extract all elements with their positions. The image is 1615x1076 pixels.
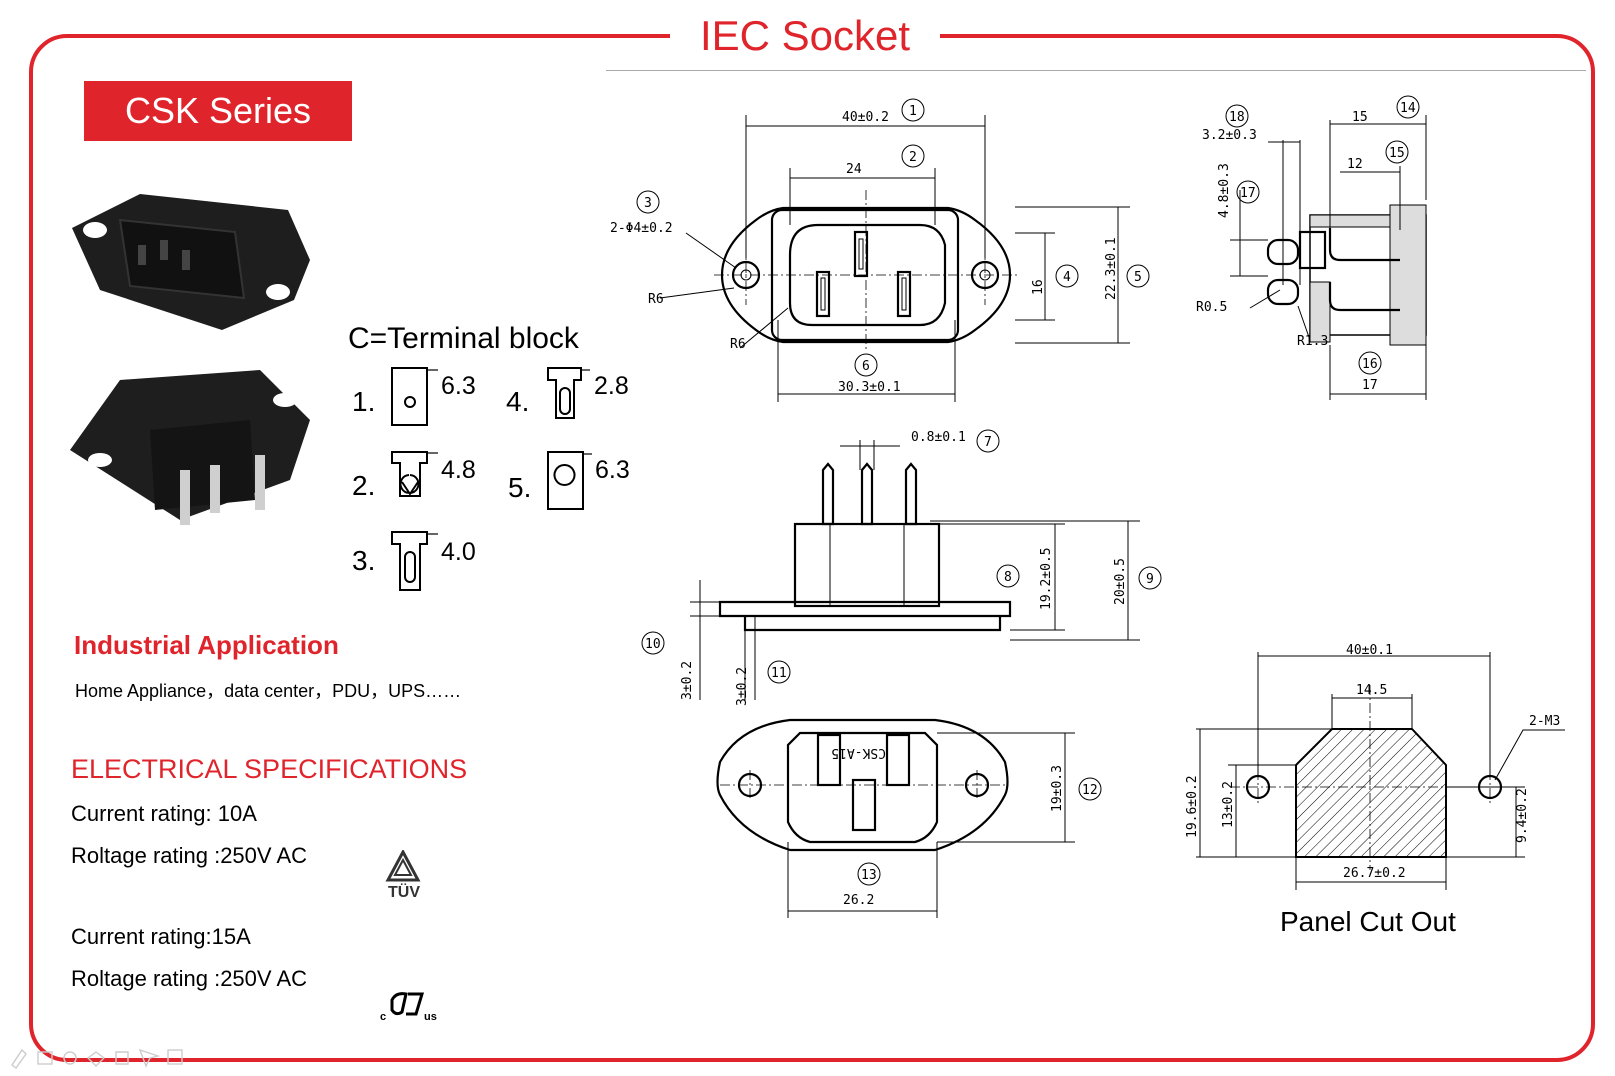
svg-text:8: 8: [1004, 570, 1012, 585]
terminal-2-num: 2.: [352, 470, 376, 501]
terminal-3-num: 3.: [352, 545, 376, 576]
socket-rear-photo: [70, 370, 310, 525]
industrial-title: Industrial Application: [74, 630, 339, 660]
terminal-4-shape: [547, 367, 582, 419]
terminal-block-title: C=Terminal block: [348, 322, 579, 355]
svg-text:30.3±0.1: 30.3±0.1: [838, 380, 901, 395]
terminal-2-dim: 4.8: [441, 456, 476, 484]
series-badge: CSK Series: [84, 81, 352, 141]
svg-text:2-Φ4±0.2: 2-Φ4±0.2: [610, 221, 673, 236]
svg-text:3.2±0.3: 3.2±0.3: [1202, 128, 1257, 143]
svg-text:17: 17: [1240, 186, 1256, 201]
svg-text:17: 17: [1362, 378, 1378, 393]
svg-text:6: 6: [862, 359, 870, 374]
svg-text:19.6±0.2: 19.6±0.2: [1185, 775, 1200, 838]
svg-text:19.2±0.5: 19.2±0.5: [1039, 547, 1054, 610]
front-view: 40±0.2 24 2-Φ4±0.2 R6 R6 16 22.3±0.1 30.…: [610, 98, 1150, 402]
rear-view: CSK-A15 19±0.3 26.2 12 13: [716, 718, 1102, 918]
current-rating-10a: Current rating: 10A: [71, 801, 257, 826]
svg-text:1: 1: [909, 104, 917, 119]
svg-text:2-M3: 2-M3: [1529, 714, 1560, 729]
svg-text:3: 3: [644, 196, 652, 211]
socket-front-photo: [72, 194, 310, 330]
svg-text:R1.3: R1.3: [1297, 334, 1328, 349]
svg-text:5: 5: [1134, 270, 1142, 285]
svg-text:c: c: [380, 1011, 386, 1023]
terminal-shapes: [391, 367, 592, 591]
cert-marks: TÜV c us: [380, 850, 437, 1023]
svg-text:4: 4: [1063, 270, 1071, 285]
terminal-3-dim: 4.0: [441, 538, 476, 566]
svg-text:3±0.2: 3±0.2: [680, 661, 695, 700]
svg-text:15: 15: [1352, 110, 1368, 125]
title-gap: [670, 10, 940, 60]
svg-text:14.5: 14.5: [1356, 683, 1387, 698]
svg-text:us: us: [424, 1011, 437, 1023]
svg-text:TÜV: TÜV: [388, 882, 420, 901]
svg-text:26.7±0.2: 26.7±0.2: [1343, 866, 1406, 881]
terminal-5-dim: 6.3: [595, 456, 630, 484]
terminal-1-shape: [391, 367, 428, 426]
current-rating-15a: Current rating:15A: [71, 924, 251, 949]
svg-text:R6: R6: [730, 337, 746, 352]
industrial-text: Home Appliance，data center，PDU，UPS……: [75, 681, 462, 701]
electrical-title: ELECTRICAL SPECIFICATIONS: [71, 754, 468, 784]
svg-text:16: 16: [1362, 357, 1378, 372]
page-title: IEC Socket: [699, 12, 911, 59]
svg-text:9.4±0.2: 9.4±0.2: [1515, 788, 1530, 843]
svg-text:24: 24: [846, 162, 862, 177]
terminal-1-dim: 6.3: [441, 372, 476, 400]
terminal-3-shape: [391, 531, 428, 591]
toolbar-icons: [11, 1048, 183, 1069]
svg-text:19±0.3: 19±0.3: [1050, 765, 1065, 812]
svg-text:40±0.1: 40±0.1: [1346, 643, 1393, 658]
svg-text:22.3±0.1: 22.3±0.1: [1104, 237, 1119, 300]
voltage-rating-1: Roltage rating :250V AC: [71, 843, 308, 868]
svg-text:9: 9: [1146, 572, 1154, 587]
terminal-5-num: 5.: [508, 472, 532, 503]
svg-text:15: 15: [1389, 146, 1405, 161]
terminal-2-shape: [391, 451, 428, 497]
terminal-4-num: 4.: [506, 386, 530, 417]
panel-cutout-label: Panel Cut Out: [1280, 906, 1456, 937]
svg-text:CSK-A15: CSK-A15: [831, 745, 886, 760]
svg-text:13: 13: [861, 868, 877, 883]
terminal-5-shape: [547, 451, 584, 510]
header-rule: [606, 70, 1586, 71]
svg-text:13±0.2: 13±0.2: [1221, 781, 1236, 828]
svg-text:3±0.2: 3±0.2: [735, 667, 750, 706]
svg-text:12: 12: [1082, 783, 1098, 798]
product-photo: [70, 194, 310, 525]
side-view: 3.2±0.3 15 12 4.8±0.3 R0.5 R1.3 17 18 14…: [1196, 95, 1427, 400]
svg-text:12: 12: [1347, 157, 1363, 172]
svg-text:R6: R6: [648, 292, 664, 307]
svg-text:20±0.5: 20±0.5: [1113, 558, 1128, 605]
terminal-1-num: 1.: [352, 386, 376, 417]
voltage-rating-2: Roltage rating :250V AC: [71, 966, 308, 991]
svg-text:26.2: 26.2: [843, 893, 874, 908]
svg-text:4.8±0.3: 4.8±0.3: [1217, 163, 1232, 218]
elevation-view: 0.8±0.1 19.2±0.5 20±0.5 3±0.2 3±0.2 7 8 …: [641, 429, 1162, 706]
svg-text:18: 18: [1229, 110, 1245, 125]
tuv-triangle-icon: TÜV: [385, 850, 421, 901]
ul-recognized-icon: c us: [380, 992, 437, 1023]
terminal-4-dim: 2.8: [594, 372, 629, 400]
svg-text:11: 11: [771, 666, 787, 681]
svg-text:R0.5: R0.5: [1196, 300, 1227, 315]
svg-text:10: 10: [645, 637, 661, 652]
svg-text:16: 16: [1031, 279, 1046, 295]
svg-text:7: 7: [984, 435, 992, 450]
svg-text:2: 2: [909, 150, 917, 165]
svg-text:40±0.2: 40±0.2: [842, 110, 889, 125]
panel-cutout-view: 40±0.1 14.5 2-M3 19.6±0.2 13±0.2 9.4±0.2…: [1185, 643, 1565, 890]
svg-text:14: 14: [1400, 101, 1416, 116]
svg-text:0.8±0.1: 0.8±0.1: [911, 430, 966, 445]
